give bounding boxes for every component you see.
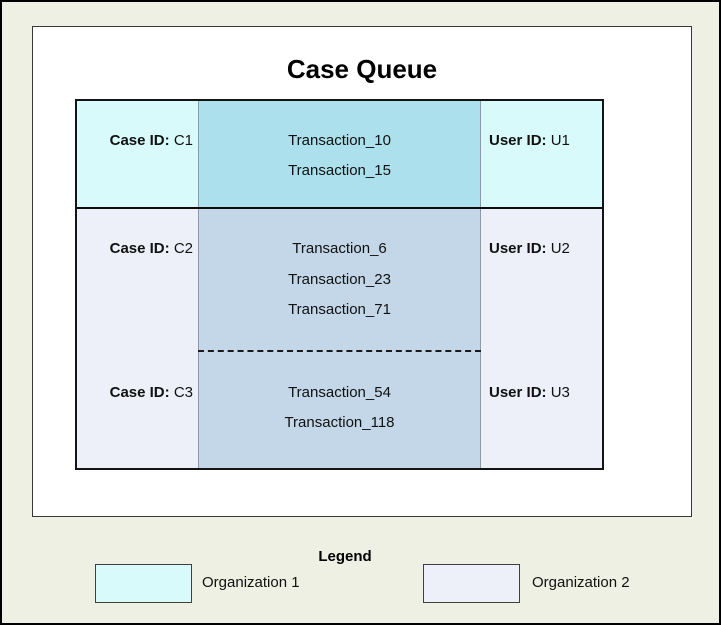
page-title: Case Queue bbox=[286, 54, 438, 84]
case-id-value: C2 bbox=[173, 240, 193, 257]
user-id-u2: User ID: U2 bbox=[489, 240, 599, 258]
org1-userid-cell bbox=[481, 101, 602, 207]
case-id-value: C1 bbox=[173, 132, 193, 149]
case-id-c2: Case ID: C2 bbox=[77, 240, 193, 258]
user-id-u3: User ID: U3 bbox=[489, 384, 599, 402]
case-id-label: Case ID: bbox=[109, 384, 170, 401]
legend-label-organization-2: Organization 2 bbox=[532, 574, 630, 591]
transaction-item: Transaction_10 bbox=[288, 132, 391, 149]
transaction-item: Transaction_15 bbox=[288, 162, 391, 179]
case-id-label: Case ID: bbox=[109, 240, 170, 257]
org1-caseid-cell bbox=[77, 101, 198, 207]
org2-userid-cell bbox=[481, 209, 602, 468]
legend-swatch-organization-2 bbox=[423, 564, 520, 603]
org2-transactions-cell bbox=[198, 209, 481, 468]
diagram-panel: Case Queue Case ID: C1 Transactio bbox=[32, 26, 692, 517]
user-id-label: User ID: bbox=[489, 384, 547, 401]
user-id-value: U1 bbox=[550, 132, 570, 149]
transaction-item: Transaction_118 bbox=[284, 414, 395, 431]
case-queue-table: Case ID: C1 Transaction_10 Transaction_1… bbox=[75, 99, 604, 470]
legend-swatch-organization-1 bbox=[95, 564, 192, 603]
user-id-label: User ID: bbox=[489, 132, 547, 149]
user-id-label: User ID: bbox=[489, 240, 547, 257]
case-id-c3: Case ID: C3 bbox=[77, 384, 193, 402]
legend-title: Legend bbox=[318, 548, 372, 565]
case-id-value: C3 bbox=[173, 384, 193, 401]
org1-row bbox=[77, 101, 602, 209]
table-text-layer: Case ID: C1 Transaction_10 Transaction_1… bbox=[77, 101, 602, 468]
transaction-item: Transaction_6 bbox=[292, 240, 387, 257]
org1-transactions-cell bbox=[198, 101, 481, 207]
org2-caseid-cell bbox=[77, 209, 198, 468]
legend-label-organization-1: Organization 1 bbox=[202, 574, 300, 591]
transaction-item: Transaction_54 bbox=[288, 384, 391, 401]
case-separator-dashed-line bbox=[198, 350, 481, 352]
user-id-value: U2 bbox=[550, 240, 570, 257]
transaction-item: Transaction_23 bbox=[288, 271, 391, 288]
user-id-value: U3 bbox=[550, 384, 570, 401]
case-id-c1: Case ID: C1 bbox=[77, 132, 193, 150]
transaction-item: Transaction_71 bbox=[288, 301, 391, 318]
org2-row bbox=[77, 209, 602, 468]
user-id-u1: User ID: U1 bbox=[489, 132, 599, 150]
case-id-label: Case ID: bbox=[109, 132, 170, 149]
